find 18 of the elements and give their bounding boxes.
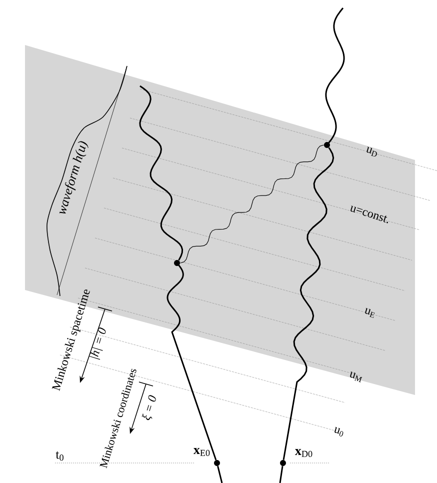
constant-u-label: u$_{E}$	[365, 308, 375, 318]
condition-label: ξ = 0	[142, 395, 156, 420]
worldline	[166, 263, 217, 460]
waveform-label: waveform h(u)	[59, 141, 88, 214]
constant-u-label: u$_{M}$	[350, 371, 362, 382]
constant-u-label: u=const.	[350, 206, 388, 224]
constant-u-label: u$_{0}$	[334, 426, 344, 436]
signal-line	[180, 144, 324, 264]
worldline	[217, 466, 223, 483]
worldline	[279, 466, 284, 483]
worldline	[325, 8, 345, 144]
condition-label: |h| = 0	[89, 328, 106, 360]
event-label: x$_{E0}$	[193, 448, 210, 456]
worldline	[139, 85, 184, 261]
worldline	[282, 147, 334, 460]
time-label: t$_{0}$	[56, 451, 64, 461]
event-label: x$_{D0}$	[294, 449, 312, 457]
constant-u-label: u$_{D}$	[366, 146, 377, 156]
